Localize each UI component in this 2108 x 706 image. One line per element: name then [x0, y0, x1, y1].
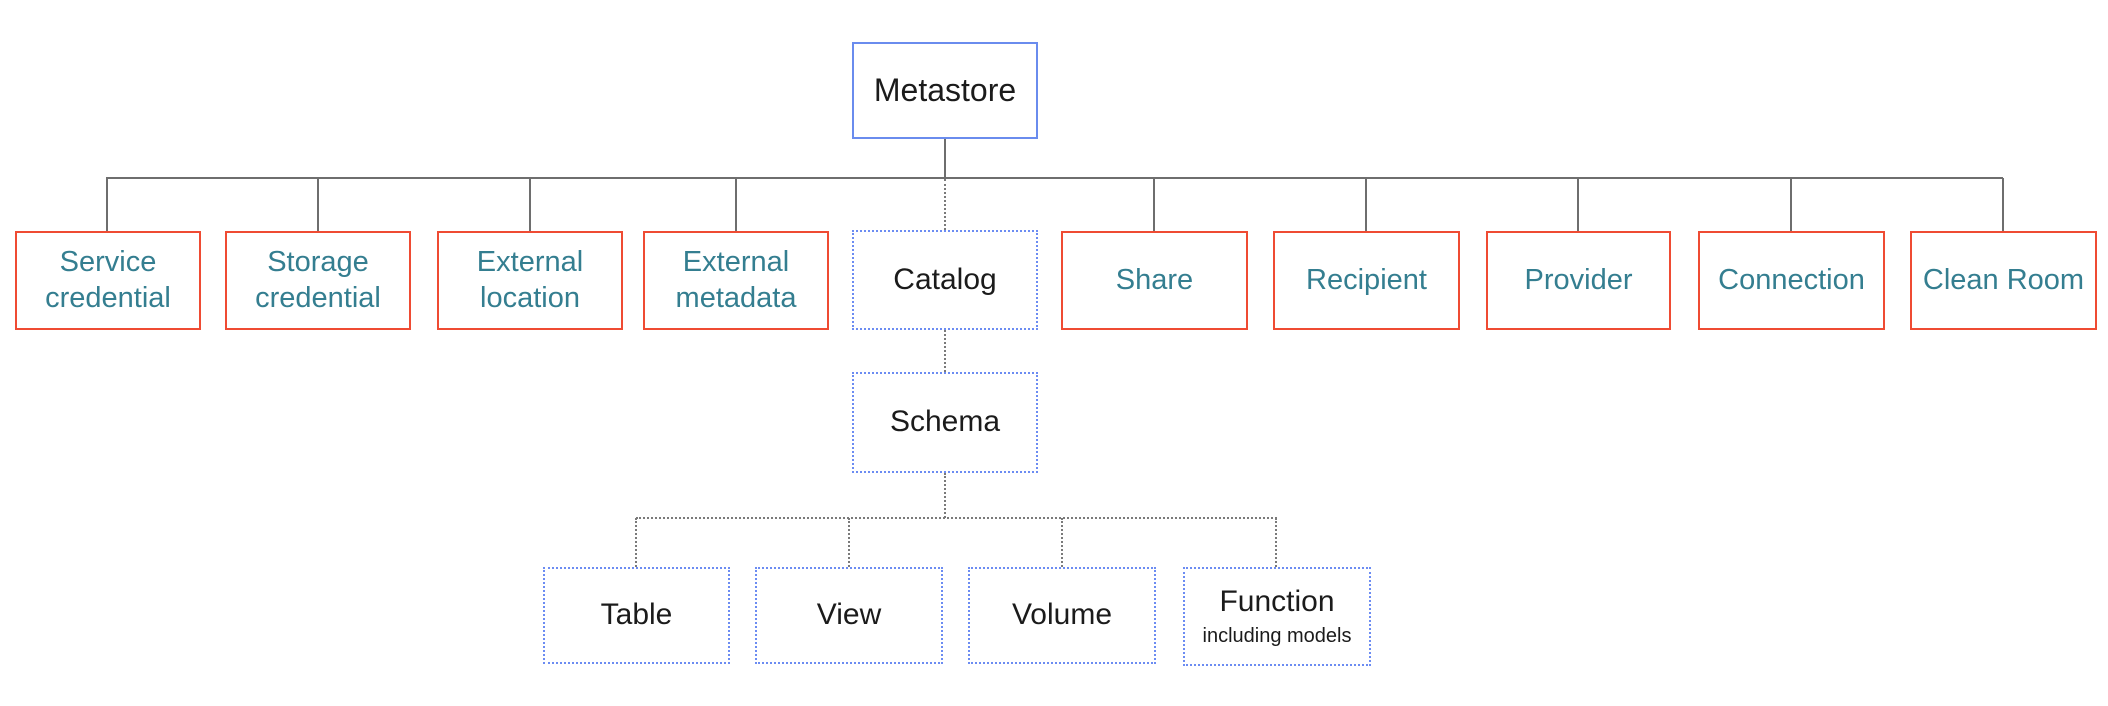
connector-catalog-to-schema — [944, 330, 946, 372]
connector-drop-view — [848, 518, 850, 567]
connector-drop-share — [1153, 178, 1155, 231]
connector-drop-clean-room — [2002, 178, 2004, 231]
node-external-location: External location — [437, 231, 623, 330]
connector-drop-connection — [1790, 178, 1792, 231]
connector-drop-service-credential — [106, 178, 108, 231]
connector-schema-down — [944, 473, 946, 518]
node-service-credential: Service credential — [15, 231, 201, 330]
node-table: Table — [543, 567, 730, 664]
node-recipient: Recipient — [1273, 231, 1460, 330]
node-catalog-label: Catalog — [893, 262, 997, 296]
node-catalog: Catalog — [852, 230, 1038, 330]
connector-drop-storage-credential — [317, 178, 319, 231]
node-volume-label: Volume — [1011, 598, 1113, 632]
node-schema-label: Schema — [889, 405, 1001, 439]
node-external-metadata: External metadata — [643, 231, 829, 330]
node-provider: Provider — [1486, 231, 1671, 330]
node-provider-label: Provider — [1524, 263, 1633, 296]
node-external-metadata-label: External metadata — [675, 246, 797, 314]
connector-drop-external-metadata — [735, 178, 737, 231]
node-share-label: Share — [1115, 263, 1194, 296]
connector-metastore-down — [944, 139, 946, 178]
connector-drop-table — [635, 518, 637, 567]
node-view: View — [755, 567, 943, 664]
node-service-credential-label: Service credential — [45, 246, 171, 314]
connector-drop-recipient — [1365, 178, 1367, 231]
node-schema: Schema — [852, 372, 1038, 473]
node-function: Function including models — [1183, 567, 1371, 666]
connector-drop-catalog — [944, 179, 946, 230]
connector-main-horizontal — [106, 177, 2003, 179]
connector-drop-provider — [1577, 178, 1579, 231]
node-clean-room: Clean Room — [1910, 231, 2097, 330]
node-connection-label: Connection — [1718, 263, 1865, 296]
connector-drop-volume — [1061, 518, 1063, 567]
node-clean-room-label: Clean Room — [1922, 263, 2085, 296]
connector-drop-function — [1275, 518, 1277, 567]
node-metastore: Metastore — [852, 42, 1038, 139]
node-share: Share — [1061, 231, 1248, 330]
node-function-sublabel: including models — [1202, 624, 1352, 647]
node-external-location-label: External location — [476, 246, 584, 314]
node-storage-credential-label: Storage credential — [255, 246, 381, 314]
node-metastore-label: Metastore — [873, 71, 1017, 108]
node-table-label: Table — [600, 598, 673, 632]
node-volume: Volume — [968, 567, 1156, 664]
node-recipient-label: Recipient — [1306, 263, 1427, 296]
node-view-label: View — [816, 598, 882, 632]
node-function-label: Function — [1219, 585, 1335, 619]
node-connection: Connection — [1698, 231, 1885, 330]
connector-branch-horizontal — [636, 517, 1277, 519]
node-storage-credential: Storage credential — [225, 231, 411, 330]
connector-drop-external-location — [529, 178, 531, 231]
